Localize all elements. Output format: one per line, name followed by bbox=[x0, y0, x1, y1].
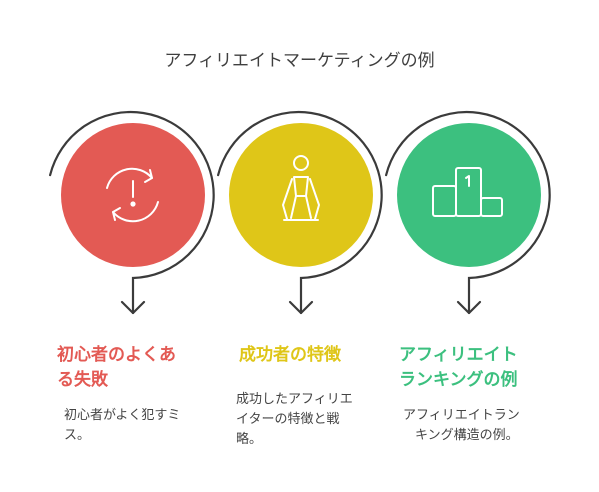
arrow-head-3 bbox=[456, 300, 482, 315]
heading-item-3-line-2: ランキングの例 bbox=[399, 370, 518, 390]
diagram-title: アフィリエイトマーケティングの例 bbox=[164, 51, 435, 71]
heading-item-3-line-1: アフィリエイト bbox=[399, 345, 518, 365]
heading-item-3: アフィリエイト ランキングの例 bbox=[399, 343, 518, 393]
desc-item-1-line-2: ス。 bbox=[64, 428, 91, 443]
desc-item-2-line-3: 略。 bbox=[236, 432, 263, 447]
connector-arc-1 bbox=[49, 110, 215, 315]
arrow-head-2 bbox=[288, 300, 314, 315]
desc-item-1-line-1: 初心者がよく犯すミ bbox=[64, 408, 181, 423]
circle-green bbox=[397, 123, 541, 267]
clock-cycle-icon bbox=[106, 167, 159, 223]
desc-item-3: アフィリエイトラン キング構造の例。 bbox=[403, 406, 520, 446]
desc-item-2-line-1: 成功したアフィリエ bbox=[236, 392, 353, 407]
ranking-podium-icon bbox=[432, 167, 503, 217]
desc-item-3-line-2: キング構造の例。 bbox=[415, 428, 519, 443]
connector-arc-3 bbox=[385, 110, 551, 315]
heading-item-1-line-2: る失敗 bbox=[57, 370, 108, 390]
heading-item-2: 成功者の特徴 bbox=[239, 343, 341, 368]
arrow-head-1 bbox=[120, 300, 146, 315]
heading-item-2-line-1: 成功者の特徴 bbox=[239, 345, 341, 365]
desc-item-2-line-2: イターの特徴と戦 bbox=[236, 412, 340, 427]
heading-item-1: 初心者のよくあ る失敗 bbox=[57, 343, 176, 393]
desc-item-1: 初心者がよく犯すミ ス。 bbox=[64, 406, 180, 446]
desc-item-2: 成功したアフィリエ イターの特徴と戦 略。 bbox=[236, 390, 353, 450]
person-pedestal-icon bbox=[282, 155, 320, 221]
desc-item-3-line-1: アフィリエイトラン bbox=[403, 408, 520, 423]
connector-arc-2 bbox=[217, 110, 383, 315]
heading-item-1-line-1: 初心者のよくあ bbox=[57, 345, 176, 365]
